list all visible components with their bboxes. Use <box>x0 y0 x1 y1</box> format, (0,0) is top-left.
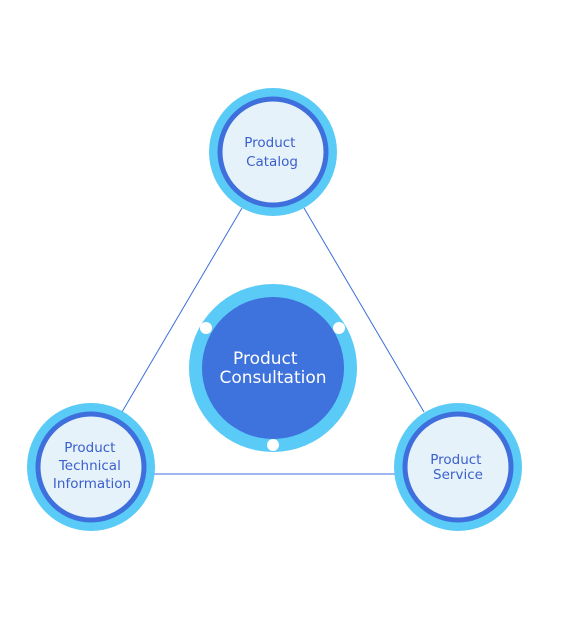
node-product-catalog: Product Catalog <box>209 88 337 216</box>
svg-text:Product Technical: Product Technical Information <box>53 440 131 492</box>
service-label-line1: Product <box>430 452 481 468</box>
catalog-label-line1: Product <box>244 135 295 151</box>
connector-catalog-technical <box>121 207 243 413</box>
node-product-technical-information: Product Technical Information <box>27 403 155 531</box>
svg-text:Product Catalog: Product Catalog <box>244 135 300 170</box>
center-dot-top-left <box>200 322 212 334</box>
center-dot-top-right <box>333 322 345 334</box>
catalog-inner-ring <box>217 96 329 208</box>
center-node-consultation: Product Consultation <box>189 284 357 452</box>
technical-label-line2: Technical <box>58 458 121 474</box>
connector-catalog-service <box>303 207 425 413</box>
center-label-line1: Product <box>233 349 298 369</box>
catalog-label-line2: Catalog <box>246 154 298 170</box>
technical-inner-ring <box>35 411 147 523</box>
center-dot-bottom <box>267 439 279 451</box>
service-label-line2: Service <box>433 467 483 483</box>
svg-text:Product Consultation: Product Consultation <box>219 349 326 388</box>
center-core <box>202 297 344 439</box>
node-product-service: Product Service <box>394 403 522 531</box>
technical-label-line3: Information <box>53 476 131 492</box>
service-inner-ring <box>402 411 514 523</box>
center-label-line2: Consultation <box>219 368 326 388</box>
technical-label-line1: Product <box>64 440 115 456</box>
svg-text:Product Service: Product Service <box>430 452 486 483</box>
